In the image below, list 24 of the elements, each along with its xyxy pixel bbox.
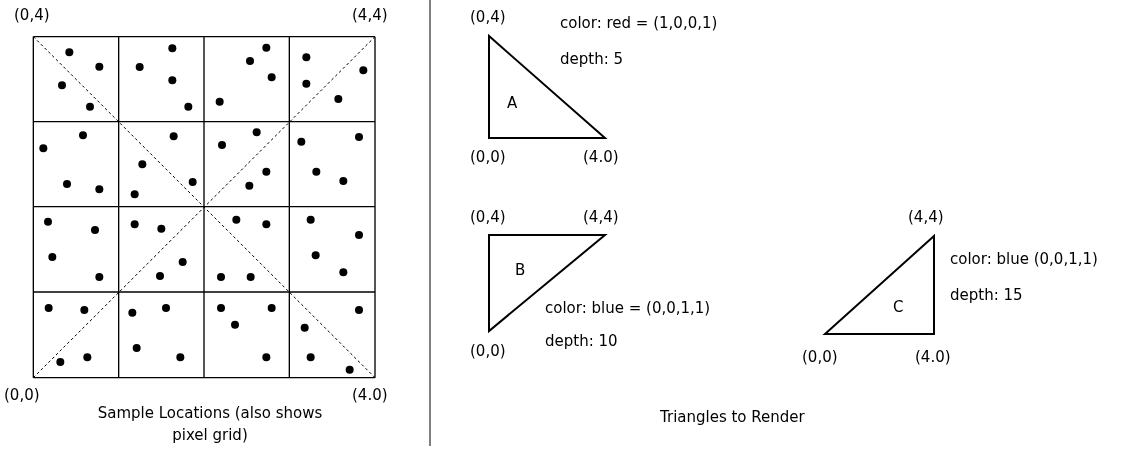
vertex-coordinate: (0,0)	[470, 342, 506, 360]
color-label: color: red = (1,0,0,1)	[560, 14, 718, 32]
corner-coordinate: (4.0)	[352, 386, 388, 404]
vertex-coordinate: (0,4)	[470, 8, 506, 26]
corner-coordinate: (0,0)	[4, 386, 40, 404]
depth-label: depth: 10	[545, 332, 618, 350]
vertex-coordinate: (4.0)	[583, 148, 619, 166]
vertex-coordinate: (4,4)	[908, 208, 944, 226]
panel-caption: Triangles to Render	[660, 408, 805, 426]
depth-label: depth: 5	[560, 50, 624, 68]
color-label: color: blue = (0,0,1,1)	[545, 299, 711, 317]
vertex-coordinate: (0,0)	[470, 148, 506, 166]
depth-label: depth: 15	[950, 286, 1023, 304]
triangle-label: C	[893, 298, 904, 316]
corner-coordinate: (4,4)	[352, 6, 388, 24]
vertex-coordinate: (4,4)	[583, 208, 619, 226]
panel-caption: Sample Locations (also shows pixel grid)	[96, 403, 324, 446]
corner-coordinate: (0,4)	[14, 6, 50, 24]
color-label: color: blue (0,0,1,1)	[950, 250, 1098, 268]
vertex-coordinate: (0,0)	[802, 348, 838, 366]
vertex-coordinate: (0,4)	[470, 208, 506, 226]
triangle-label: B	[515, 261, 526, 279]
vertex-coordinate: (4.0)	[915, 348, 951, 366]
triangle-label: A	[507, 94, 518, 112]
